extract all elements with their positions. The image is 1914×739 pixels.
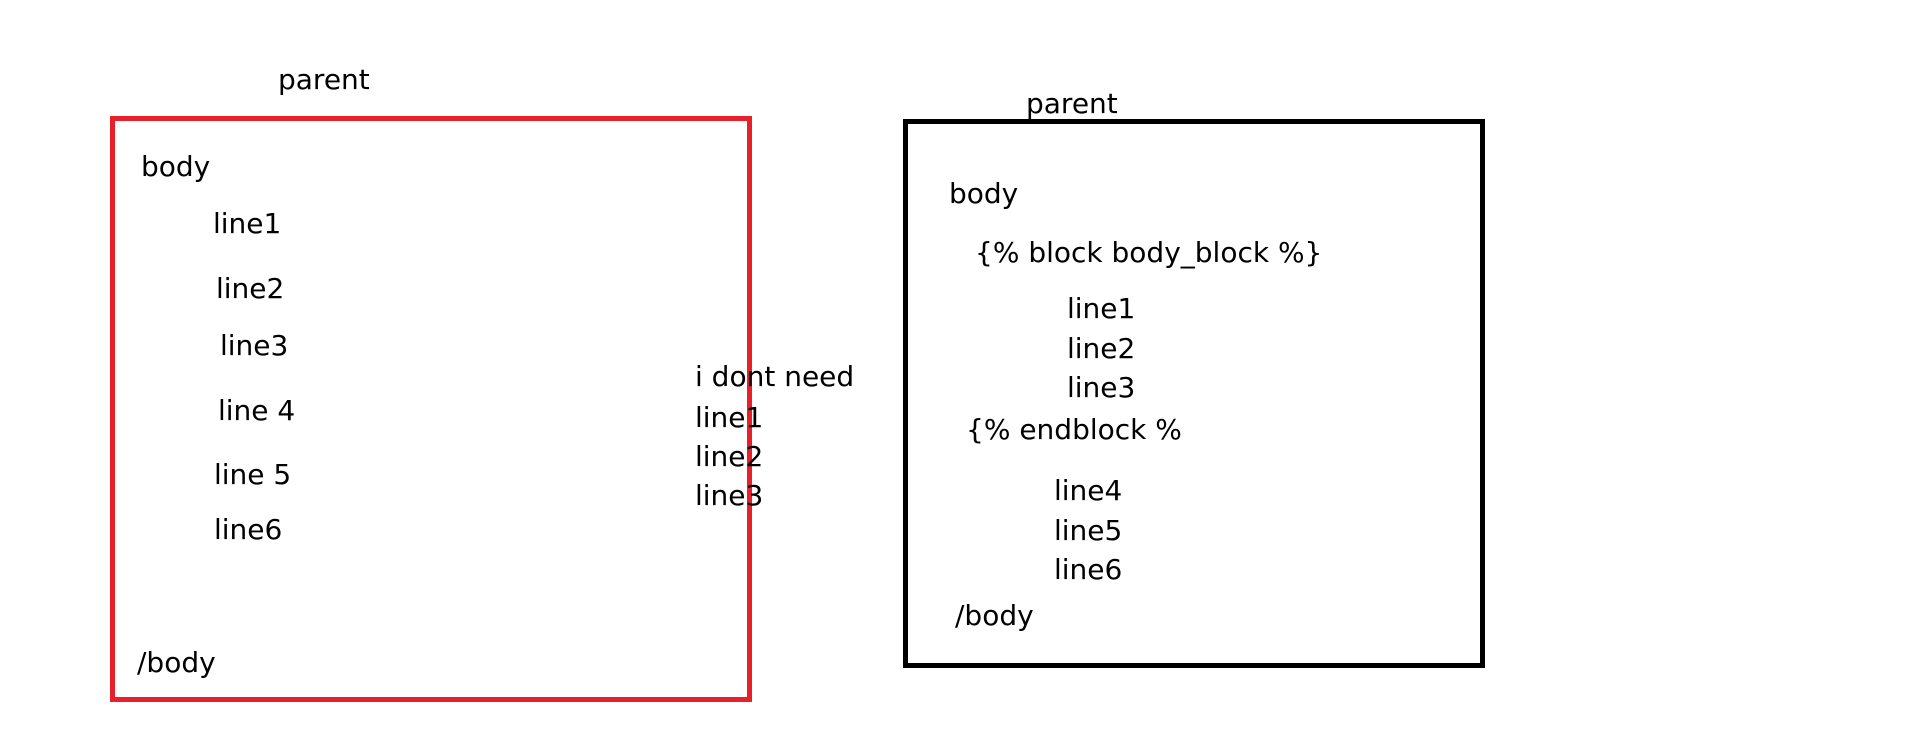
left-line-2: line2 <box>216 272 285 305</box>
note-line-3: line3 <box>695 479 764 512</box>
note-line-2: line2 <box>695 440 764 473</box>
right-after-line-5: line5 <box>1054 514 1123 547</box>
left-line-4: line 4 <box>218 394 296 427</box>
note-heading: i dont need <box>695 360 855 393</box>
right-parent-box <box>903 119 1485 668</box>
right-block-start: {% block body_block %} <box>975 236 1323 269</box>
left-body-close: /body <box>137 646 216 679</box>
right-block-end: {% endblock % <box>966 413 1182 446</box>
right-block-line-1: line1 <box>1067 292 1136 325</box>
right-after-line-6: line6 <box>1054 553 1123 586</box>
right-after-line-4: line4 <box>1054 474 1123 507</box>
left-parent-title: parent <box>278 63 370 96</box>
left-parent-box <box>110 116 752 702</box>
left-body-open: body <box>141 150 211 183</box>
note-line-1: line1 <box>695 401 764 434</box>
left-line-1: line1 <box>213 207 282 240</box>
left-line-3: line3 <box>220 329 289 362</box>
right-block-line-2: line2 <box>1067 332 1136 365</box>
left-line-5: line 5 <box>214 458 292 491</box>
right-body-open: body <box>949 177 1019 210</box>
left-line-6: line6 <box>214 513 283 546</box>
right-block-line-3: line3 <box>1067 371 1136 404</box>
right-parent-title: parent <box>1026 87 1118 120</box>
right-body-close: /body <box>955 599 1034 632</box>
